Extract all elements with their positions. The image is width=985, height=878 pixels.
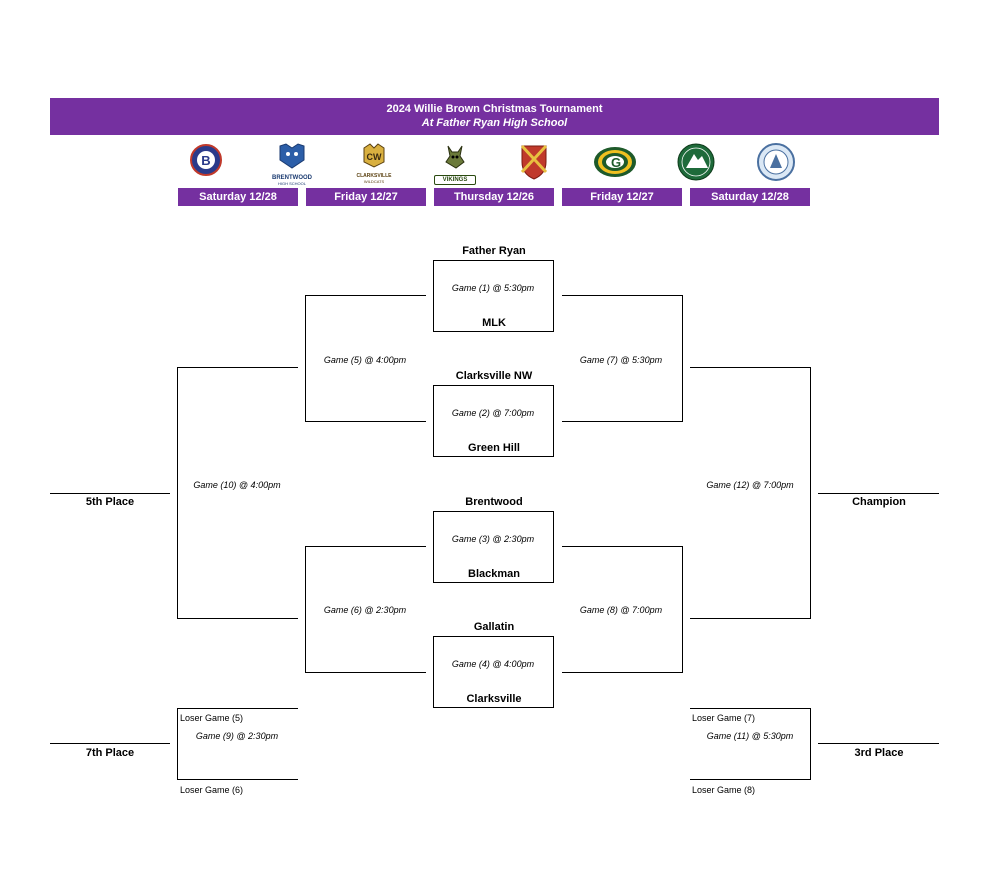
loser-game-7-label: Loser Game (7) [692, 713, 756, 723]
seventh-place-label: 7th Place [85, 747, 135, 759]
game-3-box [433, 511, 554, 583]
day-label-4: Friday 12/27 [562, 188, 682, 206]
game-12-label: Game (12) @ 7:00pm [706, 480, 794, 490]
champion-label: Champion [852, 496, 906, 508]
game-6-vert-line [305, 546, 306, 672]
day-label-2: Friday 12/27 [306, 188, 426, 206]
loser-game-6-label: Loser Game (6) [180, 785, 244, 795]
vikings-logo-text: VIKINGS [434, 175, 476, 185]
day-label-1: Saturday 12/28 [178, 188, 298, 206]
game-12-top-line [690, 367, 811, 368]
clarksville-logo-text: CLARKSVILLE [356, 173, 392, 179]
game-5-bottom-line [305, 421, 426, 422]
green-hill-logo-icon [677, 143, 715, 181]
team-blackman: Blackman [468, 568, 520, 580]
game-6-top-line [305, 546, 426, 547]
day-label-5: Saturday 12/28 [690, 188, 810, 206]
brentwood-logo-subtext: HIGH SCHOOL [277, 181, 306, 186]
game-11-vert-line [810, 708, 811, 779]
team-clarksville-nw: Clarksville NW [455, 370, 533, 382]
game-11-bottom-line [690, 779, 811, 780]
tournament-title: 2024 Willie Brown Christmas Tournament [386, 103, 603, 115]
clarksville-nw-vikings-logo-icon: VIKINGS [434, 142, 476, 185]
fifth-place-line [50, 493, 170, 494]
game-8-label: Game (8) @ 7:00pm [579, 605, 663, 615]
clarksville-logo-subtext: WILDCATS [363, 179, 385, 184]
day-label-3: Thursday 12/26 [434, 188, 554, 206]
svg-text:G: G [611, 155, 621, 170]
clarksville-logo-icon: CW CLARKSVILLE WILDCATS [352, 142, 396, 184]
game-9-bottom-line [177, 779, 298, 780]
game-3-label: Game (3) @ 2:30pm [451, 534, 535, 544]
tournament-subtitle: At Father Ryan High School [421, 117, 568, 129]
game-12-vert-line [810, 367, 811, 618]
third-place-line [818, 743, 939, 744]
loser-game-8-label: Loser Game (8) [692, 785, 756, 795]
game-8-top-line [562, 546, 683, 547]
mlk-g-logo-icon: G [594, 147, 636, 177]
game-6-bottom-line [305, 672, 426, 673]
champion-line [818, 493, 939, 494]
game-7-label: Game (7) @ 5:30pm [579, 355, 663, 365]
tournament-banner: 2024 Willie Brown Christmas Tournament A… [50, 98, 939, 135]
blackman-logo-icon: B [190, 144, 222, 176]
game-11-label: Game (11) @ 5:30pm [706, 731, 794, 741]
game-5-label: Game (5) @ 4:00pm [323, 355, 407, 365]
svg-text:CW: CW [367, 152, 382, 162]
gallatin-logo-icon [757, 143, 795, 181]
game-7-top-line [562, 295, 683, 296]
game-8-vert-line [682, 546, 683, 672]
team-clarksville: Clarksville [466, 693, 522, 705]
game-4-label: Game (4) @ 4:00pm [451, 659, 535, 669]
game-6-label: Game (6) @ 2:30pm [323, 605, 407, 615]
seventh-place-line [50, 743, 170, 744]
svg-text:B: B [201, 153, 210, 168]
game-7-vert-line [682, 295, 683, 421]
game-1-box [433, 260, 554, 332]
father-ryan-logo-icon [520, 144, 548, 180]
team-father-ryan: Father Ryan [462, 245, 526, 257]
game-9-label: Game (9) @ 2:30pm [195, 731, 279, 741]
team-green-hill: Green Hill [468, 442, 520, 454]
game-10-label: Game (10) @ 4:00pm [193, 480, 281, 490]
game-10-bottom-line [177, 618, 298, 619]
game-1-label: Game (1) @ 5:30pm [451, 283, 535, 293]
brentwood-logo-icon: BRENTWOOD HIGH SCHOOL [270, 142, 314, 186]
third-place-label: 3rd Place [854, 747, 904, 759]
fifth-place-label: 5th Place [85, 496, 135, 508]
game-5-vert-line [305, 295, 306, 421]
loser-game-5-label: Loser Game (5) [180, 713, 244, 723]
game-11-top-line [690, 708, 811, 709]
team-gallatin: Gallatin [473, 621, 515, 633]
team-brentwood: Brentwood [465, 496, 523, 508]
game-9-vert-line [177, 708, 178, 779]
game-9-top-line [177, 708, 298, 709]
game-12-bottom-line [690, 618, 811, 619]
game-2-box [433, 385, 554, 457]
brentwood-logo-text: BRENTWOOD [272, 175, 312, 181]
game-4-box [433, 636, 554, 708]
game-7-bottom-line [562, 421, 683, 422]
team-mlk: MLK [482, 317, 506, 329]
game-10-top-line [177, 367, 298, 368]
game-2-label: Game (2) @ 7:00pm [451, 408, 535, 418]
game-8-bottom-line [562, 672, 683, 673]
game-5-top-line [305, 295, 426, 296]
game-10-vert-line [177, 367, 178, 618]
